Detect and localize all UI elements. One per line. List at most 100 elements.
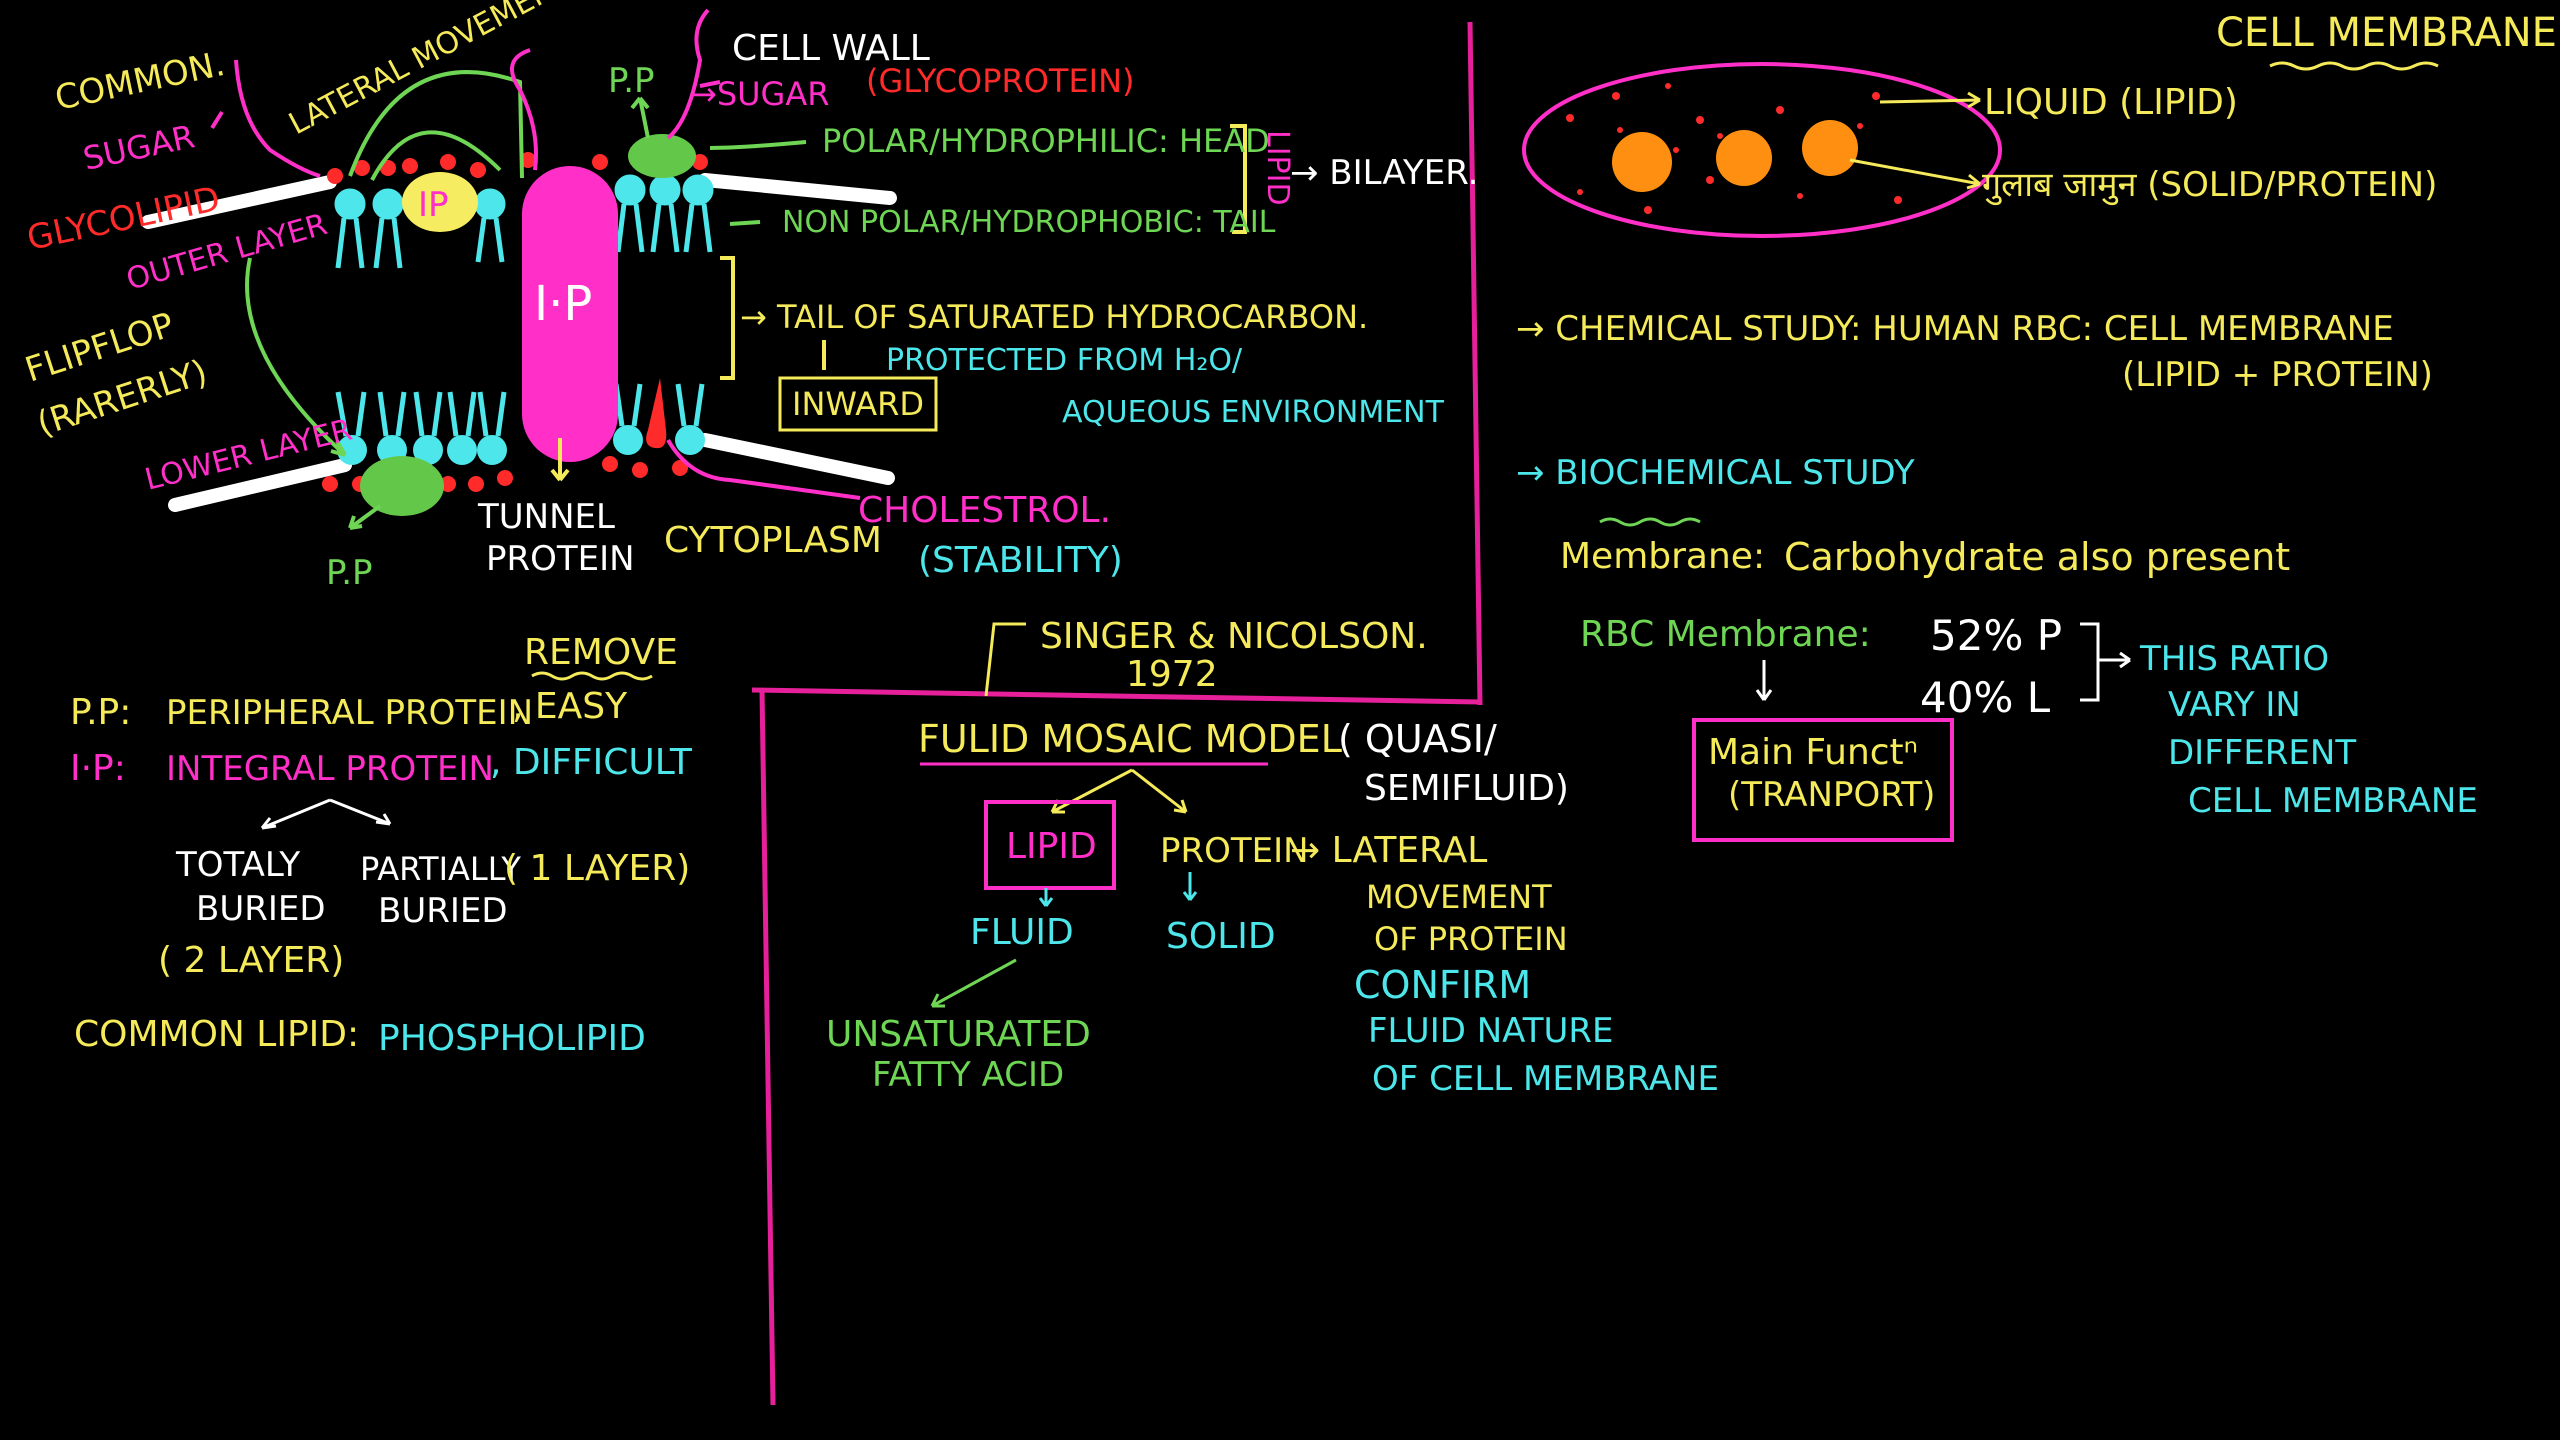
peripheral-protein-top-shape [628,134,696,178]
protein-notes: REMOVE P.P: PERIPHERAL PROTEIN , EASY I·… [70,632,693,1059]
upper-phospholipid-tails [335,203,713,269]
lipid-box [984,800,1116,890]
label-different: DIFFERENT [2168,733,2356,773]
integral-protein-small-shape [402,172,478,232]
red-dots [322,152,708,492]
membrane-outline-lines [141,173,897,512]
label-cell-wall: CELL WALL [732,28,930,69]
label-carbohydrate: Carbohydrate also present [1784,535,2290,579]
ip-split-arrows [260,798,392,830]
label-phospholipid: PHOSPHOLIPID [378,1018,646,1059]
ellipse-arrows [1849,91,1981,190]
singer-bracket [984,622,1026,697]
title-underline [2269,61,2439,71]
label-protein: PROTEIN [1160,831,1309,871]
label-main-funct: Main Functⁿ [1708,732,1918,773]
label-cell-membrane-2: CELL MEMBRANE [2188,781,2478,821]
label-solid: SOLID [1166,916,1276,957]
biochemical-underline [1599,517,1701,527]
label-glycoprotein: (GLYCOPROTEIN) [866,62,1135,100]
label-difficult: , DIFFICULT [490,742,693,783]
label-liquid-lipid: LIQUID (LIPID) [1984,82,2238,123]
label-tail-saturated: → TAIL OF SATURATED HYDROCARBON. [740,298,1368,336]
right-section: CELL MEMBRANE LIQUID (LIPID) गुलाब जामुन… [1516,10,2557,842]
label-rbc-membrane: RBC Membrane: [1580,614,1871,655]
label-easy: , EASY [512,686,628,727]
label-remove: REMOVE [524,632,678,673]
label-unsaturated: UNSATURATED [826,1014,1091,1055]
label-ip-big: I·P [534,276,592,332]
lower-phospholipid-tails [335,383,705,437]
label-vary-in: VARY IN [2168,685,2301,725]
label-sugar-glycoprotein: →SUGAR [690,75,829,113]
label-of-protein: OF PROTEIN [1374,920,1568,958]
lower-phospholipid-heads [337,425,705,465]
green-arrows [245,70,807,530]
rbc-down-arrow [1755,660,1773,701]
label-inward: INWARD [792,385,924,423]
label-this-ratio: THIS RATIO [2139,639,2329,679]
label-fatty-acid: FATTY ACID [872,1055,1064,1095]
label-lipid-protein: (LIPID + PROTEIN) [2122,355,2433,395]
label-pp-text: PERIPHERAL PROTEIN [166,693,533,733]
label-chemical-study: → CHEMICAL STUDY: HUMAN RBC: CELL MEMBRA… [1516,309,2394,349]
label-tranport: (TRANPORT) [1728,775,1935,815]
label-52p: 52% P [1930,611,2062,660]
label-polar-head: POLAR/HYDROPHILIC: HEAD [822,122,1270,160]
label-pp-bottom: P.P [326,553,373,593]
label-one-layer: ( 1 LAYER) [504,848,690,889]
label-model: FULID MOSAIC MODEL [918,717,1342,761]
label-cholestrol: CHOLESTROL. [858,490,1111,531]
remove-underline [531,671,653,681]
label-fluid: FLUID [970,912,1074,953]
label-movement: MOVEMENT [1366,878,1552,916]
label-partially: PARTIALLY [360,850,521,888]
label-ip-abbrev: I·P: [70,748,126,789]
label-year: 1972 [1126,654,1218,695]
gulab-jamun-circles [1612,120,1858,192]
integral-protein-large-shape [522,166,618,462]
label-totaly: TOTALY [175,845,300,885]
label-40l: 40% L [1920,673,2051,722]
model-split-arrows [1050,768,1188,814]
label-protected-from: PROTECTED FROM H₂O/ [886,343,1243,378]
pink-squiggles [210,8,861,500]
label-fluid-nature: FLUID NATURE [1368,1011,1614,1051]
divider-lines [751,21,1483,1406]
lipid-specks [1566,83,1902,214]
label-pp-abbrev: P.P: [70,692,131,733]
fluid-mosaic-section: SINGER & NICOLSON. 1972 FULID MOSAIC MOD… [826,616,1719,1099]
lipid-fluid-arrow [1038,872,1198,907]
cholesterol-shape [646,378,667,449]
label-biochemical-study: → BIOCHEMICAL STUDY [1516,453,1915,493]
label-buried-1: BURIED [196,889,326,929]
label-singer: SINGER & NICOLSON. [1040,616,1428,657]
label-quasi: ( QUASI/ [1338,717,1497,761]
label-lipid: LIPID [1006,826,1097,867]
label-semifluid: SEMIFLUID) [1364,768,1569,809]
label-membrane: Membrane: [1560,536,1765,577]
label-lateral: → LATERAL [1290,830,1487,871]
label-protein: PROTEIN [486,539,635,579]
label-ip-text: INTEGRAL PROTEIN [166,749,494,789]
label-bilayer: → BILAYER. [1290,153,1478,193]
label-two-layer: ( 2 LAYER) [158,940,344,981]
label-cytoplasm: CYTOPLASM [664,520,882,561]
label-ip-small: IP [418,185,449,225]
membrane-model-ellipse [1522,62,2002,238]
label-aqueous: AQUEOUS ENVIRONMENT [1062,395,1445,430]
label-nonpolar-tail: NON POLAR/HYDROPHOBIC: TAIL [782,205,1276,240]
label-lipid-side: LIPID [1260,130,1295,206]
label-stability: (STABILITY) [918,540,1123,581]
label-confirm: CONFIRM [1354,963,1531,1007]
inward-box [778,376,938,432]
label-of-cell-membrane: OF CELL MEMBRANE [1372,1059,1719,1099]
ratio-bracket [2080,622,2131,702]
label-pp-top: P.P [608,61,655,101]
yellow-brackets [550,124,1247,482]
label-gulab-jamun: गुलाब जामुन (SOLID/PROTEIN) [1982,165,2437,206]
label-common-lipid: COMMON LIPID: [74,1014,359,1055]
label-tunnel: TUNNEL [477,497,615,537]
peripheral-protein-bottom-shape [360,456,444,516]
